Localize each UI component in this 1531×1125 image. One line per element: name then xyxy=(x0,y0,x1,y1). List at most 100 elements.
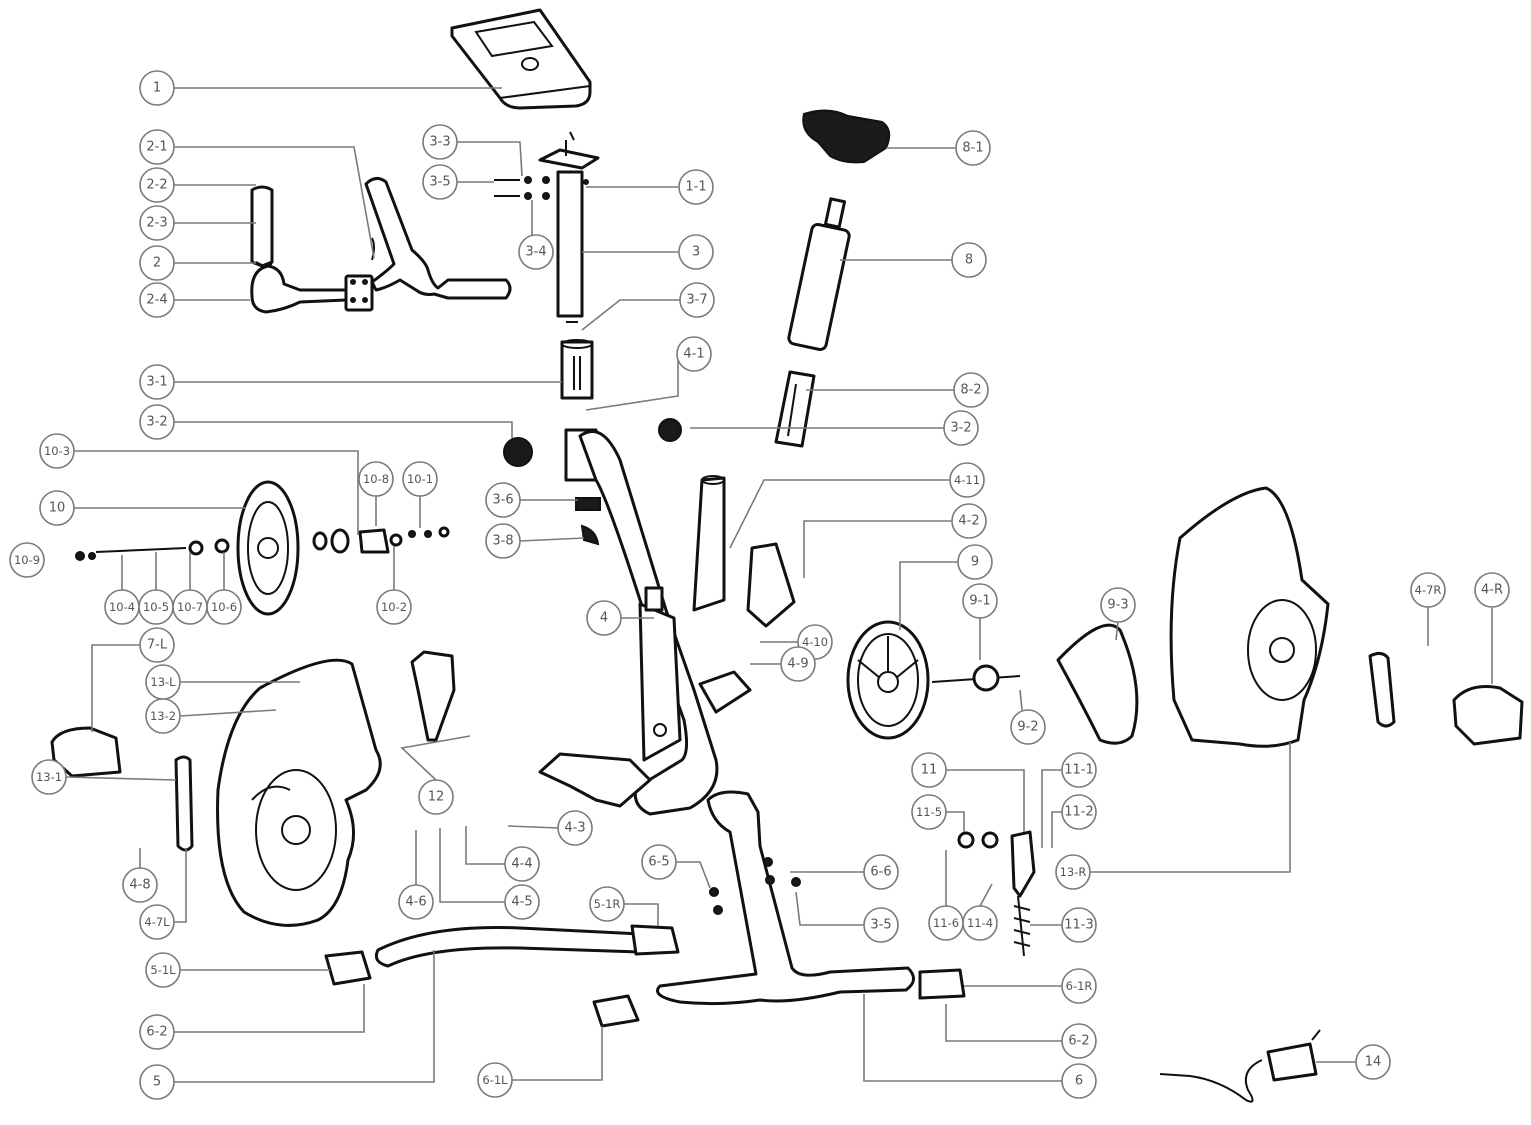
callout-label: 8-1 xyxy=(962,141,983,156)
callout-6-5: 6-5 xyxy=(641,844,677,880)
callout-6-1R: 6-1R xyxy=(1061,968,1097,1004)
callout-label: 3-7 xyxy=(686,293,707,308)
callout-label: 6 xyxy=(1075,1074,1083,1089)
callout-8: 8 xyxy=(951,242,987,278)
callout-label: 11-3 xyxy=(1064,918,1094,933)
callout-label: 6-6 xyxy=(870,865,891,880)
bushing-part xyxy=(560,339,594,400)
right-crank-part xyxy=(1368,651,1396,728)
callout-3-8: 3-8 xyxy=(485,523,521,559)
callout-label: 4-10 xyxy=(802,635,828,649)
callout-10-9: 10-9 xyxy=(9,542,45,578)
callout-label: 10-7 xyxy=(177,600,203,614)
callout-label: 4-3 xyxy=(564,821,585,836)
callout-1: 1 xyxy=(139,70,175,106)
front-stabilizer-part xyxy=(374,925,648,968)
callout-label: 4-8 xyxy=(129,878,150,893)
callout-label: 8 xyxy=(965,253,973,268)
callout-label: 4-9 xyxy=(787,657,808,672)
callout-label: 9-3 xyxy=(1107,598,1128,613)
callout-1-1: 1-1 xyxy=(678,169,714,205)
callout-label: 4 xyxy=(600,611,608,626)
callout-2-1: 2-1 xyxy=(139,129,175,165)
callout-2-2: 2-2 xyxy=(139,167,175,203)
callout-4-3: 4-3 xyxy=(557,810,593,846)
callout-4-R: 4-R xyxy=(1474,572,1510,608)
callout-10-5: 10-5 xyxy=(138,589,174,625)
callout-9: 9 xyxy=(957,544,993,580)
callout-3-5: 3-5 xyxy=(422,164,458,200)
callout-2-3: 2-3 xyxy=(139,205,175,241)
callout-label: 12 xyxy=(428,790,445,805)
callout-10-4: 10-4 xyxy=(104,589,140,625)
power-adapter-part xyxy=(1159,1029,1321,1103)
left-crank-part xyxy=(174,755,194,852)
callout-5-1L: 5-1L xyxy=(145,952,181,988)
callout-11-3: 11-3 xyxy=(1061,907,1097,943)
callout-label: 14 xyxy=(1365,1055,1382,1070)
left-pedal-part xyxy=(50,726,122,778)
callout-8-1: 8-1 xyxy=(955,130,991,166)
callout-label: 6-2 xyxy=(146,1025,167,1040)
callout-label: 10-8 xyxy=(363,472,389,486)
callout-4-6: 4-6 xyxy=(398,884,434,920)
callout-14: 14 xyxy=(1355,1044,1391,1080)
callout-4-5: 4-5 xyxy=(504,884,540,920)
callout-5: 5 xyxy=(139,1064,175,1100)
callout-label: 7-L xyxy=(147,638,168,653)
callout-3-2-left: 3-2 xyxy=(139,404,175,440)
callout-4-11: 4-11 xyxy=(949,462,985,498)
callout-3-2-right: 3-2 xyxy=(943,410,979,446)
callout-3-5-lower: 3-5 xyxy=(863,907,899,943)
callout-label: 4-4 xyxy=(511,857,532,872)
callout-4-1: 4-1 xyxy=(676,336,712,372)
callout-label: 4-R xyxy=(1481,583,1503,598)
callout-label: 13-1 xyxy=(36,770,62,784)
callout-label: 10-2 xyxy=(381,600,407,614)
callout-label: 11-6 xyxy=(933,916,959,930)
callout-label: 4-11 xyxy=(954,473,980,487)
callout-4-2: 4-2 xyxy=(951,503,987,539)
callout-label: 10-6 xyxy=(211,600,237,614)
callout-label: 2-1 xyxy=(146,140,167,155)
callout-label: 10-4 xyxy=(109,600,135,614)
callout-label: 6-2 xyxy=(1068,1034,1089,1049)
callout-label: 2-2 xyxy=(146,178,167,193)
callout-label: 4-5 xyxy=(511,895,532,910)
callout-11-1: 11-1 xyxy=(1061,752,1097,788)
callout-10-7: 10-7 xyxy=(172,589,208,625)
callout-4-8: 4-8 xyxy=(122,867,158,903)
callout-11-5: 11-5 xyxy=(911,794,947,830)
callout-label: 1 xyxy=(153,81,161,96)
callout-label: 11-1 xyxy=(1064,763,1094,778)
callout-9-1: 9-1 xyxy=(962,583,998,619)
bottle-holder-part xyxy=(746,542,796,628)
callout-label: 3-3 xyxy=(429,135,450,150)
callout-3-3: 3-3 xyxy=(422,124,458,160)
adjust-knob-right xyxy=(658,418,682,442)
callout-label: 3-8 xyxy=(492,534,513,549)
callout-label: 3-2 xyxy=(950,421,971,436)
callout-label: 1-1 xyxy=(685,180,706,195)
handlebar-post-part xyxy=(494,131,600,323)
belt-wheel-part xyxy=(846,620,1021,740)
callout-11-2: 11-2 xyxy=(1061,794,1097,830)
clip-part xyxy=(580,524,600,546)
callout-3-4: 3-4 xyxy=(518,234,554,270)
callout-label: 3-4 xyxy=(525,245,546,260)
callout-10: 10 xyxy=(39,490,75,526)
callout-label: 2-4 xyxy=(146,293,167,308)
parts-layer xyxy=(50,8,1524,1103)
callout-4-7L: 4-7L xyxy=(139,904,175,940)
callout-3-7: 3-7 xyxy=(679,282,715,318)
callout-6-2-left: 6-2 xyxy=(139,1014,175,1050)
callout-label: 4-1 xyxy=(683,347,704,362)
callout-label: 4-2 xyxy=(958,514,979,529)
callout-label: 4-7L xyxy=(144,915,170,929)
idler-assembly-part xyxy=(957,830,1036,957)
end-cap-5-1L xyxy=(324,950,372,986)
callout-label: 8-2 xyxy=(960,383,981,398)
callout-3: 3 xyxy=(678,234,714,270)
callout-label: 11-2 xyxy=(1064,805,1094,820)
